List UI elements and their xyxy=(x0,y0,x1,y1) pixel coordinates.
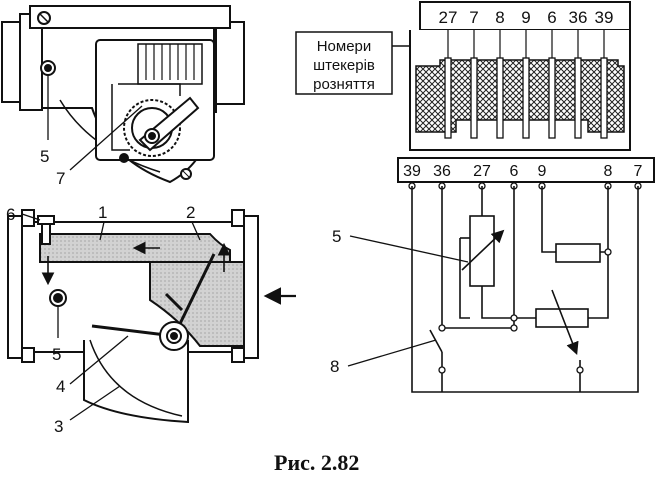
connector-pin-number: 6 xyxy=(547,8,556,27)
connector-pin-number: 27 xyxy=(439,8,458,27)
connector-pin xyxy=(444,57,452,139)
connector-caption-line-3: розняття xyxy=(313,76,375,93)
wiring-schematic xyxy=(411,186,639,393)
terminal-number: 36 xyxy=(433,163,451,180)
meter-section-label-2: 2 xyxy=(186,203,195,222)
meter-section-label-4: 4 xyxy=(56,377,65,396)
terminal-number: 27 xyxy=(473,163,491,180)
schematic-label-8: 8 xyxy=(330,357,339,376)
meter-section-label-3: 3 xyxy=(54,417,63,436)
measuring-flap xyxy=(172,253,216,337)
connector-pin-number: 9 xyxy=(521,8,530,27)
terminal-number: 6 xyxy=(510,163,519,180)
meter-top-label-7: 7 xyxy=(56,169,65,188)
fixed-resistor xyxy=(555,243,601,263)
meter-section-label-5: 5 xyxy=(52,345,61,364)
terminal-number: 9 xyxy=(538,163,547,180)
connector-caption-box xyxy=(295,31,393,95)
connector-pin-number: 36 xyxy=(569,8,588,27)
terminal-number: 8 xyxy=(604,163,613,180)
pin-number-box xyxy=(419,1,631,31)
connector-caption-line-1: Номери xyxy=(317,38,372,55)
connector-pin xyxy=(600,57,608,139)
connector-pin xyxy=(522,57,530,139)
flow-meter-section xyxy=(7,209,259,424)
meter-section-label-1: 1 xyxy=(98,203,107,222)
terminal-strip xyxy=(397,157,655,183)
connector-pin xyxy=(496,57,504,139)
figure-caption: Рис. 2.82 xyxy=(274,450,359,475)
schematic-label-5: 5 xyxy=(332,227,341,246)
damper-chamber xyxy=(83,340,189,424)
connector-pin-number: 8 xyxy=(495,8,504,27)
connector-caption-line-2: штекерів xyxy=(313,57,375,74)
connector-pins xyxy=(444,30,608,139)
connector-pin xyxy=(548,57,556,139)
meter-section-label-6: 6 xyxy=(6,205,15,224)
connector-insulator xyxy=(415,59,625,133)
flow-meter-top-view xyxy=(1,5,245,184)
meter-top-label-5: 5 xyxy=(40,147,49,166)
terminal-number: 39 xyxy=(403,163,421,180)
adjustment-screw xyxy=(37,215,55,225)
terminal-number: 7 xyxy=(634,163,643,180)
connector-pin-number: 39 xyxy=(595,8,614,27)
connector-pin-number: 7 xyxy=(469,8,478,27)
bypass-channel xyxy=(39,233,231,263)
connector-pin xyxy=(470,57,478,139)
junction-dots xyxy=(438,248,612,374)
right-pipe-flange xyxy=(213,21,245,105)
connector-pin xyxy=(574,57,582,139)
left-pipe-flange xyxy=(1,21,21,103)
